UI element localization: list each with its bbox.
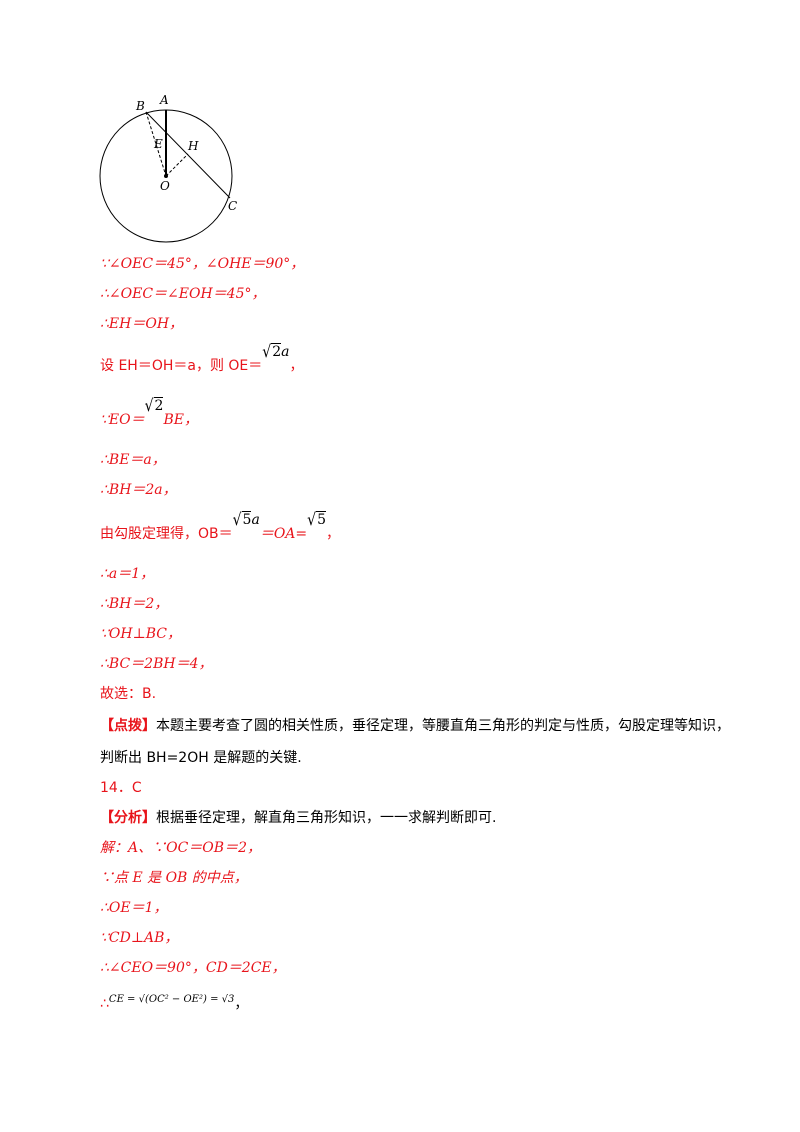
label-h: H <box>187 139 199 153</box>
line-11: ∵OH⊥BC， <box>100 626 182 642</box>
line-8: 由勾股定理得，OB＝√5a＝OA=√5， <box>100 510 340 542</box>
label-a: A <box>159 93 169 107</box>
line-1: ∵∠OEC＝45°，∠OHE＝90°， <box>100 256 305 272</box>
line-22: ∴∠CEO＝90°，CD＝2CE， <box>100 960 286 976</box>
line-16: 14．C <box>100 780 142 796</box>
sqrt-5a: √5a <box>232 510 260 530</box>
sqrt-2: √2 <box>144 396 164 416</box>
chord-bc <box>145 111 231 199</box>
sqrt-5: √5 <box>307 510 326 530</box>
segment-oh-dashed <box>165 153 189 177</box>
center-point <box>164 174 168 178</box>
segment-bo-dashed <box>145 111 167 177</box>
line-12: ∴BC＝2BH＝4， <box>100 656 213 672</box>
line-19: ∵点 E 是 OB 的中点， <box>100 870 248 886</box>
line-4: 设 EH＝OH＝a，则 OE＝√2a， <box>100 342 304 374</box>
line-2: ∴∠OEC＝∠EOH＝45°， <box>100 286 266 302</box>
label-b: B <box>135 99 145 113</box>
label-c: C <box>228 199 237 213</box>
line-17: 【分析】根据垂径定理，解直角三角形知识，一一求解判断即可. <box>100 810 497 826</box>
line-6: ∴BE＝a， <box>100 452 166 468</box>
line-10: ∴BH＝2， <box>100 596 169 612</box>
geometry-figure: A B E H O C <box>99 93 237 243</box>
label-o: O <box>160 179 170 193</box>
line-21: ∵CD⊥AB， <box>100 930 179 946</box>
line-18: 解：A、∵OC＝OB＝2， <box>100 840 261 856</box>
line-5: ∵EO＝√2BE， <box>100 396 198 428</box>
line-15: 判断出 BH=2OH 是解题的关键. <box>100 750 302 766</box>
label-e: E <box>153 137 163 151</box>
line-13: 故选：B. <box>100 686 157 702</box>
line-20: ∴OE＝1， <box>100 900 168 916</box>
sqrt-2a: √2a <box>262 342 290 362</box>
line-9: ∴a＝1， <box>100 566 155 582</box>
ce-formula: CE = √(OC² − OE²) = √3 <box>108 994 235 1005</box>
line-3: ∴EH＝OH， <box>100 316 184 332</box>
line-23: ∴CE = √(OC² − OE²) = √3， <box>100 994 249 1012</box>
line-7: ∴BH＝2a， <box>100 482 177 498</box>
line-14: 【点拨】本题主要考查了圆的相关性质，垂径定理，等腰直角三角形的判定与性质，勾股定… <box>100 718 730 734</box>
